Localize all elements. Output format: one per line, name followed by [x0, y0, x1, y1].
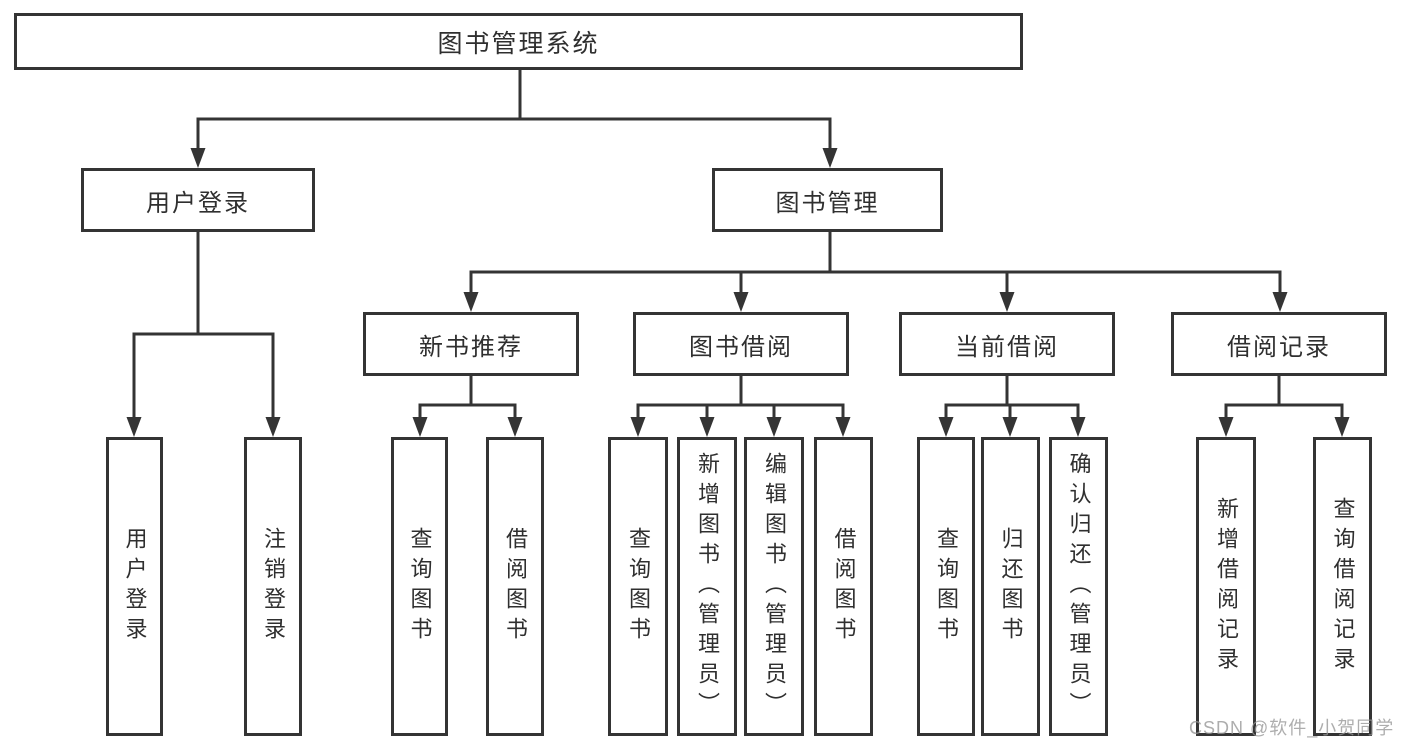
node-label: 编辑图书（管理员） [762, 451, 787, 722]
leaf-borrow-book-2: 借阅图书 [814, 437, 873, 736]
connector-line [196, 68, 832, 121]
arrowhead-icon [999, 292, 1015, 312]
leaf-query-book-1: 查询图书 [391, 437, 448, 736]
node-label: 查询借阅记录 [1330, 496, 1356, 677]
node-book-management: 图书管理 [712, 168, 943, 232]
node-label: 图书管理系统 [437, 29, 600, 58]
leaf-confirm-return-admin: 确认归还（管理员） [1049, 437, 1108, 736]
leaf-logout: 注销登录 [244, 437, 302, 736]
connector-line [469, 230, 1282, 274]
connector-line [1224, 374, 1344, 407]
connector-line [944, 374, 1080, 407]
node-label: 查询图书 [626, 526, 651, 647]
node-label: 用户登录 [122, 526, 148, 647]
arrowhead-icon [1002, 417, 1018, 437]
arrowhead-icon [190, 148, 206, 168]
node-new-book-recommend: 新书推荐 [363, 312, 579, 376]
connector-line [636, 374, 845, 407]
arrowhead-icon [630, 417, 646, 437]
connector-root-to-level2 [190, 68, 838, 168]
leaf-query-book-2: 查询图书 [608, 437, 668, 736]
arrowhead-icon [1334, 417, 1350, 437]
arrowhead-icon [733, 292, 749, 312]
leaf-query-book-3: 查询图书 [917, 437, 975, 736]
csdn-watermark: CSDN @软件_小贺同学 [1189, 718, 1395, 738]
node-label: 新增图书（管理员） [695, 451, 720, 722]
arrowhead-icon [126, 417, 142, 437]
connector-line [132, 230, 275, 336]
node-root: 图书管理系统 [14, 13, 1023, 70]
arrowhead-icon [1070, 417, 1086, 437]
node-label: 确认归还（管理员） [1066, 451, 1092, 722]
arrowhead-icon [1218, 417, 1234, 437]
connector-user-login-branch [126, 230, 281, 437]
node-current-borrow: 当前借阅 [899, 312, 1115, 376]
leaf-user-login: 用户登录 [106, 437, 163, 736]
node-user-login: 用户登录 [81, 168, 315, 232]
leaf-borrow-book-1: 借阅图书 [486, 437, 544, 736]
node-label: 借阅图书 [831, 526, 857, 647]
arrowhead-icon [463, 292, 479, 312]
node-borrow-record: 借阅记录 [1171, 312, 1387, 376]
leaf-edit-book-admin: 编辑图书（管理员） [744, 437, 804, 736]
node-label: 新增借阅记录 [1214, 496, 1239, 677]
connector-current-borrow-branch [938, 374, 1086, 437]
arrowhead-icon [938, 417, 954, 437]
node-label: 归还图书 [998, 526, 1024, 647]
connector-borrow-record-branch [1218, 374, 1350, 437]
arrowhead-icon [507, 417, 523, 437]
arrowhead-icon [766, 417, 782, 437]
arrowhead-icon [1272, 292, 1288, 312]
arrowhead-icon [835, 417, 851, 437]
node-label: 借阅记录 [1227, 333, 1331, 361]
leaf-query-borrow-record: 查询借阅记录 [1313, 437, 1372, 736]
node-label: 查询图书 [407, 526, 433, 647]
node-book-borrow: 图书借阅 [633, 312, 849, 376]
node-label: 图书管理 [775, 189, 880, 217]
leaf-return-book: 归还图书 [981, 437, 1040, 736]
connector-book-management-branch [463, 230, 1288, 312]
connector-new-book-branch [412, 374, 523, 437]
node-label: 查询图书 [934, 526, 959, 647]
node-label: 用户登录 [146, 189, 250, 217]
leaf-add-book-admin: 新增图书（管理员） [677, 437, 737, 736]
node-label: 当前借阅 [955, 333, 1059, 361]
leaf-add-borrow-record: 新增借阅记录 [1196, 437, 1256, 736]
node-label: 注销登录 [261, 526, 286, 647]
connector-book-borrow-branch [630, 374, 851, 437]
arrowhead-icon [265, 417, 281, 437]
connector-line [418, 374, 517, 407]
arrowhead-icon [699, 417, 715, 437]
arrowhead-icon [412, 417, 428, 437]
node-label: 借阅图书 [503, 526, 528, 647]
node-label: 图书借阅 [689, 333, 793, 361]
node-label: 新书推荐 [419, 333, 523, 361]
arrowhead-icon [822, 148, 838, 168]
